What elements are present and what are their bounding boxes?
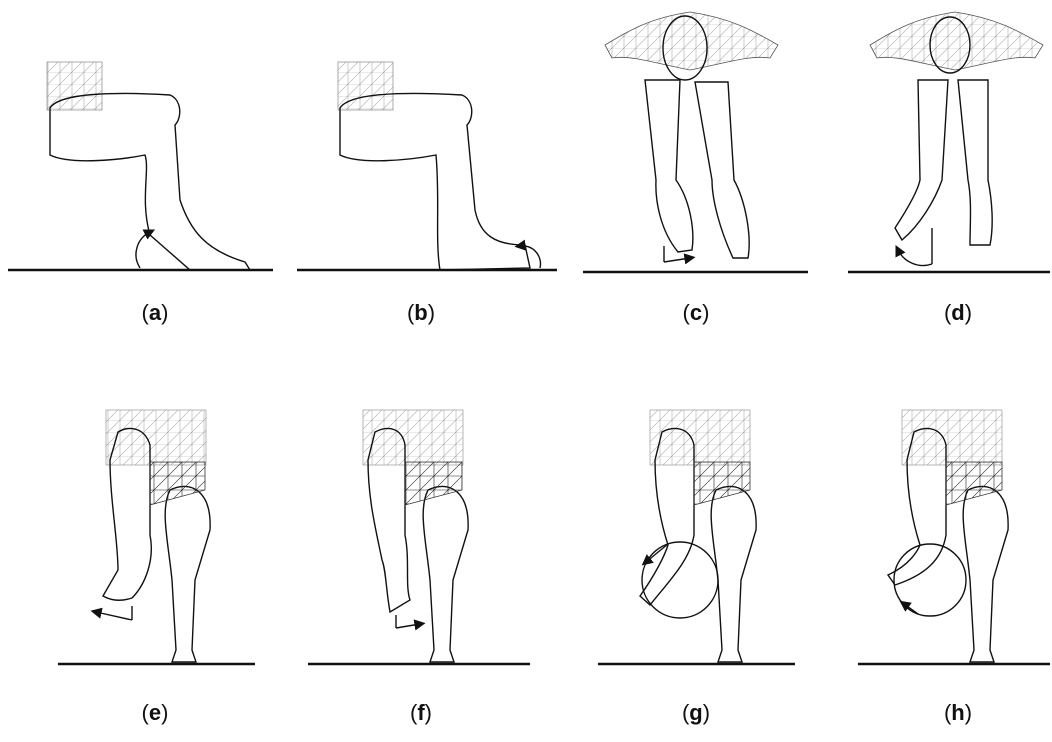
panel-label-b: (b) [381, 302, 461, 324]
panel-g-drawing [598, 410, 795, 664]
panel-a-drawing [8, 62, 273, 270]
panel-letter-a: a [149, 300, 161, 325]
panel-e-drawing [58, 410, 255, 664]
panel-b-drawing [297, 62, 557, 270]
panel-c-drawing [583, 12, 808, 272]
panel-f-drawing [308, 410, 530, 664]
panel-d-drawing [848, 12, 1050, 272]
panel-letter-f: f [417, 700, 424, 725]
panel-letter-c: c [690, 300, 702, 325]
panel-letter-g: g [689, 700, 702, 725]
panel-label-e: (e) [115, 702, 195, 724]
panel-letter-e: e [149, 700, 161, 725]
panel-label-d: (d) [918, 302, 998, 324]
panel-label-f: (f) [381, 702, 461, 724]
panel-letter-d: d [951, 300, 964, 325]
panel-label-a: (a) [115, 302, 195, 324]
panel-letter-b: b [414, 300, 427, 325]
panel-label-h: (h) [918, 702, 998, 724]
panel-h-drawing [858, 410, 1050, 664]
panel-label-c: (c) [656, 302, 736, 324]
panel-label-g: (g) [656, 702, 736, 724]
panel-letter-h: h [951, 700, 964, 725]
